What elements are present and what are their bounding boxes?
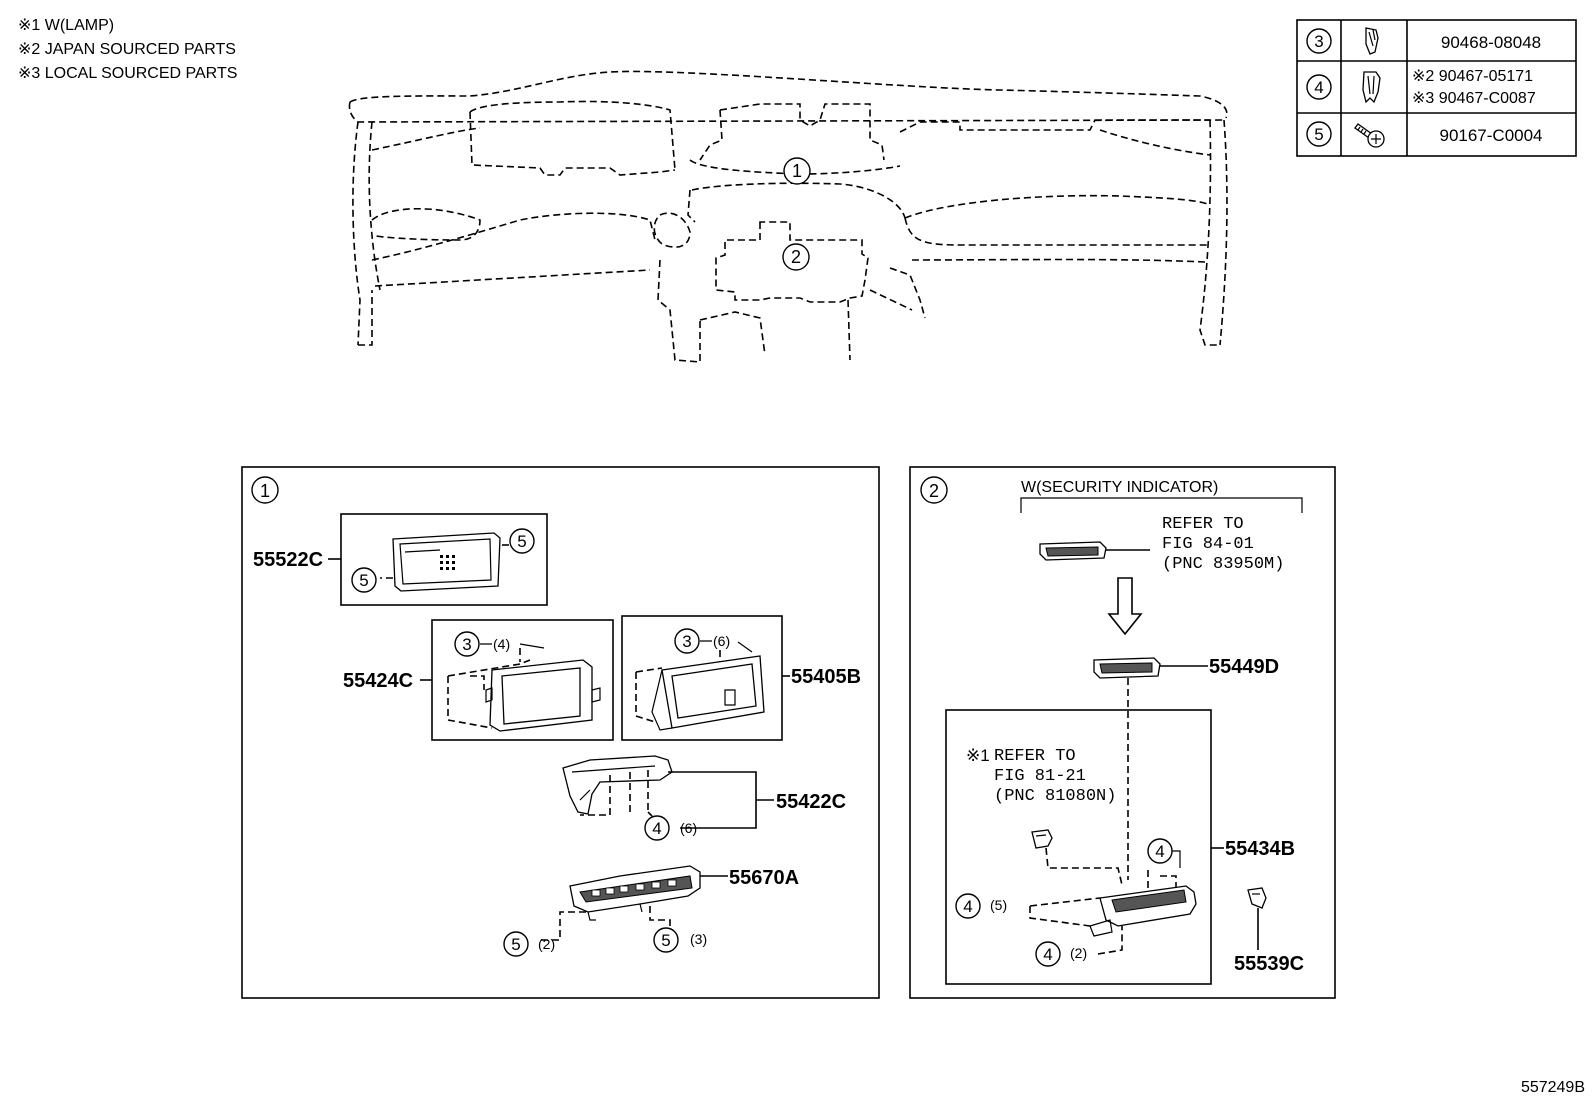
fastener-callout: 4 [963,897,972,916]
fastener-callout: 5 [359,571,368,590]
group-55434B: 55434B ※1 REFER TO FIG 81-21 (PNC 81080N… [945,709,1295,985]
notes: ※1 W(LAMP) ※2 JAPAN SOURCED PARTS ※3 LOC… [18,17,237,82]
part-label-55424C: 55424C [343,670,413,692]
fastener-callout: 4 [652,819,661,838]
group-55405B: 55405B 3 (6) [621,615,861,741]
fastener-qty: (3) [690,931,707,947]
group-55449D: 55449D [1093,656,1279,880]
part-number: ※3 90467-C0087 [1412,90,1536,107]
part-label-55539C: 55539C [1234,953,1304,975]
climate-control-panel [569,865,701,921]
note-lamp: ※1 W(LAMP) [18,17,114,34]
panel-1: 1 55522C 5 5 [241,466,880,999]
table-row: 4 ※2 90467-05171 ※3 90467-C0087 [1306,68,1536,107]
fastener-callout: 5 [511,935,520,954]
switch-panel [1089,885,1197,937]
group-55422C: 55422C 4 (6) [562,755,846,841]
fastener-callout: 4 [1155,842,1164,861]
part-label-55405B: 55405B [791,666,861,688]
group-55522C: 55522C 5 5 [253,513,548,606]
ref-number: 4 [1314,78,1323,97]
note-japan-sourced: ※2 JAPAN SOURCED PARTS [18,41,236,58]
variant-label: W(SECURITY INDICATOR) [1021,479,1218,496]
overview-callout-1: 1 [792,161,802,181]
bracket-frame [485,659,601,732]
down-arrow-icon [1107,577,1143,636]
part-label-55434B: 55434B [1225,838,1295,860]
refer-note-a: REFER TO FIG 84-01 (PNC 83950M) [1039,515,1284,574]
fastener-callout: 5 [517,532,526,551]
group-55539C: 55539C [1234,887,1304,975]
table-row: 3 90468-08048 [1306,27,1541,55]
fastener-callout: 3 [462,635,471,654]
ref-number: 3 [1314,32,1323,51]
note-local-sourced: ※3 LOCAL SOURCED PARTS [18,65,237,82]
refer-line: (PNC 83950M) [1162,555,1284,574]
fastener-qty: (4) [493,636,510,652]
refer-mark: ※1 [966,746,990,765]
panel-1-label: 1 [260,481,270,501]
fastener-qty: (6) [713,633,730,649]
group-55424C: 55424C 3 (4) [343,619,614,741]
part-label-55422C: 55422C [776,791,846,813]
part-number: 90468-08048 [1441,33,1541,52]
group-55670A: 55670A 5 (2) 5 (3) [503,865,799,957]
clip-icon [1362,71,1381,104]
part-number: ※2 90467-05171 [1412,68,1533,85]
ref-number: 5 [1314,125,1323,144]
refer-line: REFER TO [994,747,1076,766]
overview-callout-2: 2 [791,247,801,267]
part-label-55449D: 55449D [1209,656,1279,678]
clip-icon [1365,27,1379,55]
fastener-callout: 5 [661,931,670,950]
fastener-qty: (2) [538,936,555,952]
refer-line: (PNC 81080N) [994,787,1116,806]
part-label-55670A: 55670A [729,867,799,889]
panel-2: 2 W(SECURITY INDICATOR) REFER TO FIG 84-… [909,466,1336,999]
lamp-socket [1031,829,1053,849]
trim-bezel [562,755,673,815]
table-row: 5 90167-C0004 [1306,121,1543,148]
refer-line: FIG 84-01 [1162,535,1254,554]
panel-2-label: 2 [929,481,939,501]
fastener-callout: 3 [682,632,691,651]
display-bracket [651,655,765,731]
fastener-qty: (5) [990,897,1007,913]
part-number: 90167-C0004 [1439,126,1542,145]
fastener-qty: (2) [1070,945,1087,961]
fastener-callout: 4 [1043,945,1052,964]
dashboard-overview: 1 2 [348,70,1228,363]
screw-icon [1354,123,1385,148]
figure-id: 557249B [1521,1079,1585,1096]
fastener-qty: (6) [680,820,697,836]
display-panel [392,532,501,592]
refer-line: REFER TO [1162,515,1244,534]
refer-line: FIG 81-21 [994,767,1086,786]
fastener-table: 3 90468-08048 4 ※2 90467-05171 ※3 90467-… [1296,19,1577,157]
part-label-55522C: 55522C [253,549,323,571]
